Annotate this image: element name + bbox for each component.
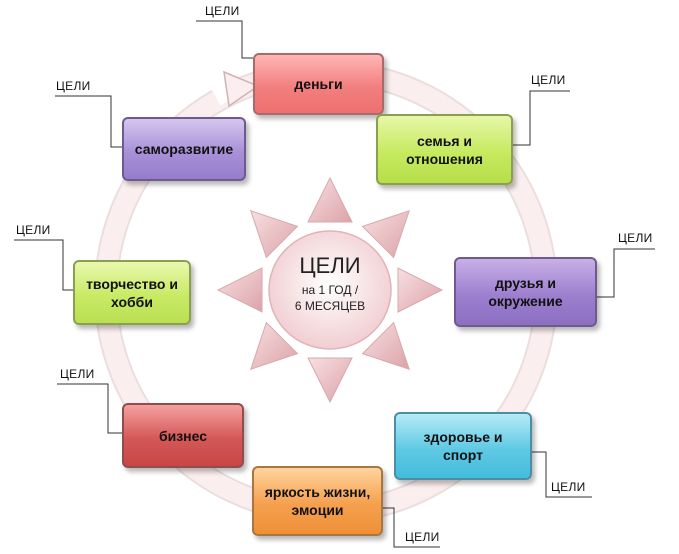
center-subtitle-line-1: на 1 ГОД / bbox=[301, 283, 359, 297]
sun-ray-1 bbox=[307, 176, 353, 223]
callout-art: ЦЕЛИ bbox=[16, 223, 51, 237]
sun-center bbox=[268, 230, 392, 350]
sun-ray-8 bbox=[250, 210, 299, 259]
callout-bright: ЦЕЛИ bbox=[405, 530, 440, 544]
sun-ray-4 bbox=[361, 321, 410, 370]
sun-ray-6 bbox=[250, 321, 299, 370]
sun-ray-5 bbox=[307, 357, 353, 404]
sun-ray-2 bbox=[361, 210, 410, 259]
center-title: ЦЕЛИ bbox=[299, 253, 361, 278]
node-self: саморазвитие bbox=[122, 117, 246, 181]
node-business: бизнес bbox=[122, 403, 244, 468]
node-money: деньги bbox=[253, 53, 384, 115]
center-subtitle-line-2: 6 МЕСЯЦЕВ bbox=[294, 299, 366, 313]
node-money-label: деньги bbox=[294, 76, 343, 92]
node-health-label: здоровье и спорт bbox=[423, 429, 503, 463]
callout-health: ЦЕЛИ bbox=[551, 480, 586, 494]
node-health: здоровье и спорт bbox=[394, 412, 532, 480]
node-family-label: семья и отношения bbox=[406, 132, 483, 167]
node-family: семья и отношения bbox=[376, 114, 513, 185]
node-self-label: саморазвитие bbox=[134, 141, 234, 157]
callout-friends: ЦЕЛИ bbox=[618, 231, 653, 245]
callout-lines bbox=[14, 20, 655, 548]
callout-self: ЦЕЛИ bbox=[56, 79, 91, 93]
sun-ray-7 bbox=[216, 267, 263, 313]
node-friends-label: друзья и окружение bbox=[488, 275, 563, 309]
cycle-arrow-head-icon bbox=[223, 70, 260, 108]
callout-money: ЦЕЛИ bbox=[205, 4, 240, 18]
callout-business: ЦЕЛИ bbox=[60, 367, 95, 381]
node-art-label: творчество и хобби bbox=[86, 275, 178, 310]
node-art: творчество и хобби bbox=[73, 260, 191, 325]
node-bright: яркость жизни, эмоции bbox=[252, 466, 383, 536]
sun-ray-3 bbox=[397, 267, 444, 313]
node-bright-label: яркость жизни, эмоции bbox=[264, 484, 371, 518]
node-friends: друзья и окружение bbox=[454, 257, 597, 327]
sun-rays bbox=[216, 176, 444, 404]
callout-family: ЦЕЛИ bbox=[531, 73, 566, 87]
node-business-label: бизнес bbox=[158, 427, 208, 444]
